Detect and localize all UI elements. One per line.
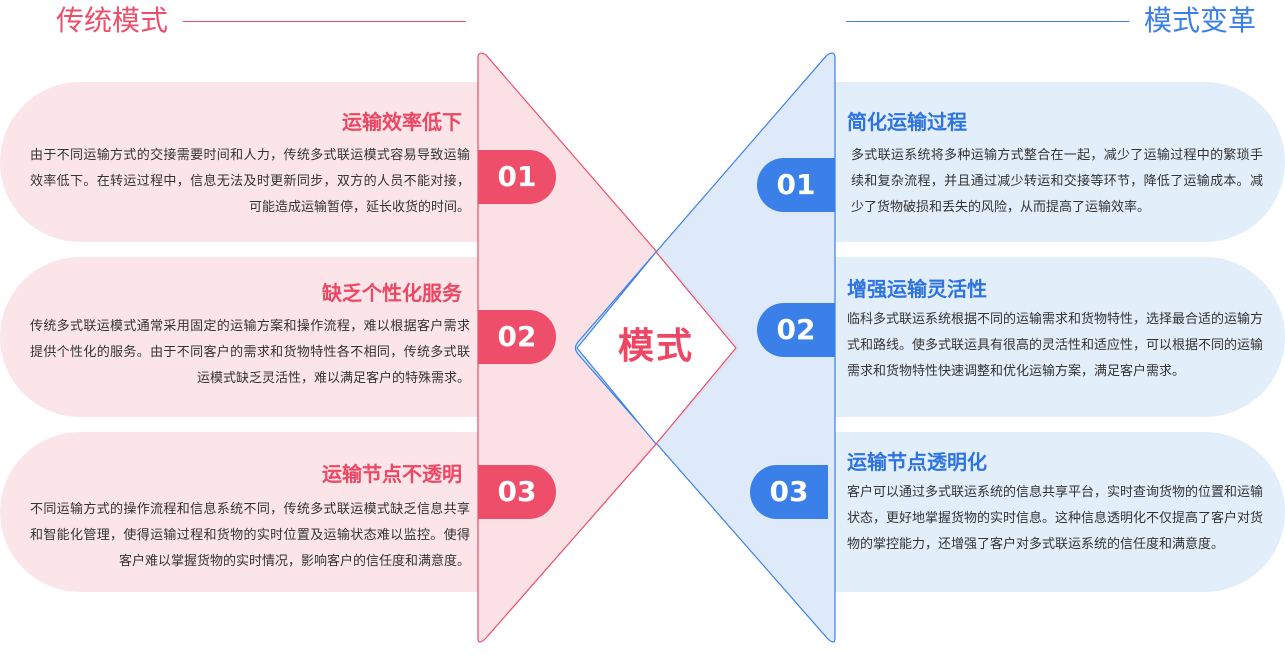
right-number-3: 03	[750, 465, 828, 519]
right-card-1-title: 简化运输过程	[847, 110, 967, 134]
left-card-2-desc: 传统多式联运模式通常采用固定的运输方案和操作流程，难以根据客户需求提供个性化的服…	[30, 319, 470, 386]
center-label: 模式	[617, 326, 694, 367]
right-number-2: 02	[757, 303, 835, 357]
right-card-1: 简化运输过程 多式联运系统将多种运输方式整合在一起，减少了运输过程中的繁琐手续和…	[835, 82, 1285, 242]
left-card-1-title: 运输效率低下	[342, 110, 462, 134]
left-card-3-title: 运输节点不透明	[322, 462, 462, 486]
left-card-3: 运输节点不透明 不同运输方式的操作流程和信息系统不同，传统多式联运模式缺乏信息共…	[0, 432, 480, 592]
left-card-1-desc: 由于不同运输方式的交接需要时间和人力，传统多式联运模式容易导致运输效率低下。在转…	[30, 148, 470, 215]
left-header: 传统模式	[56, 4, 169, 37]
left-card-2: 缺乏个性化服务 传统多式联运模式通常采用固定的运输方案和操作流程，难以根据客户需…	[0, 257, 480, 417]
left-card-2-title: 缺乏个性化服务	[322, 281, 462, 305]
left-number-1: 01	[478, 150, 556, 204]
right-card-2-title: 增强运输灵活性	[847, 277, 987, 301]
right-card-3: 运输节点透明化 客户可以通过多式联运系统的信息共享平台，实时查询货物的位置和运输…	[835, 432, 1285, 592]
right-card-1-desc: 多式联运系统将多种运输方式整合在一起，减少了运输过程中的繁琐手续和复杂流程，并且…	[851, 148, 1263, 215]
right-number-1: 01	[757, 158, 835, 212]
right-header: 模式变革	[1143, 4, 1256, 37]
left-card-3-desc: 不同运输方式的操作流程和信息系统不同，传统多式联运模式缺乏信息共享和智能化管理，…	[30, 502, 470, 569]
center-diamond-bottom-right	[655, 347, 737, 445]
center-diamond-top-right	[655, 251, 737, 349]
center-diamond-bottom-left	[576, 347, 657, 445]
right-card-3-title: 运输节点透明化	[847, 450, 987, 474]
right-card-2: 增强运输灵活性 临科多式联运系统根据不同的运输需求和货物特性，选择最合适的运输方…	[835, 257, 1285, 417]
right-header-rule	[846, 21, 1129, 22]
left-number-2: 02	[478, 310, 556, 364]
left-header-rule	[183, 21, 466, 22]
right-card-2-desc: 临科多式联运系统根据不同的运输需求和货物特性，选择最合适的运输方式和路线。使多式…	[847, 312, 1264, 379]
right-card-3-desc: 客户可以通过多式联运系统的信息共享平台，实时查询货物的位置和运输状态，更好地掌握…	[847, 485, 1264, 552]
left-card-1: 运输效率低下 由于不同运输方式的交接需要时间和人力，传统多式联运模式容易导致运输…	[0, 82, 480, 242]
center-diamond-top-left	[576, 251, 657, 349]
left-number-3: 03	[478, 465, 556, 519]
